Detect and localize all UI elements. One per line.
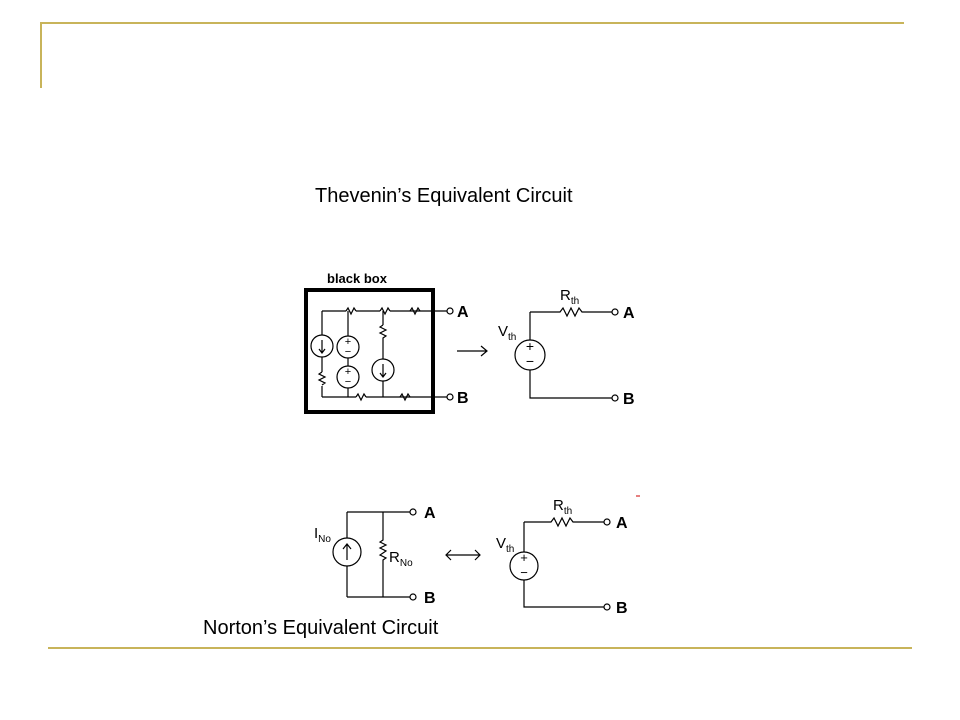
thevenin-caption: Thevenin’s Equivalent Circuit bbox=[315, 185, 573, 207]
norton-vth-minus: − bbox=[520, 565, 528, 580]
vth-minus: − bbox=[526, 353, 534, 369]
thevenin-terminal-a: A bbox=[623, 305, 635, 322]
left-frame-line bbox=[40, 22, 42, 88]
norton-terminal-a: A bbox=[424, 505, 436, 522]
vs2-plus: + bbox=[345, 366, 351, 378]
thevenin-terminal-b: B bbox=[623, 391, 635, 408]
black-box-border bbox=[304, 288, 435, 414]
vs1-plus: + bbox=[345, 336, 351, 348]
norton-vth-plus: + bbox=[520, 550, 528, 565]
rth-label: Rth bbox=[560, 287, 579, 307]
vth-plus: + bbox=[526, 338, 534, 354]
bottom-frame-line bbox=[48, 647, 912, 649]
vth-label: Vth bbox=[498, 323, 516, 343]
norton-terminal-b: B bbox=[424, 590, 436, 607]
box-terminal-b: B bbox=[457, 390, 469, 407]
box-terminal-a: A bbox=[457, 304, 469, 321]
norton-rth-label: Rth bbox=[553, 497, 572, 517]
ino-label: INo bbox=[314, 525, 331, 545]
rno-label: RNo bbox=[389, 549, 413, 569]
norton-thevenin-terminal-a: A bbox=[616, 515, 628, 532]
norton-thevenin-terminal-b: B bbox=[616, 600, 628, 617]
norton-vth-label: Vth bbox=[496, 535, 514, 555]
vs2-minus: − bbox=[345, 376, 351, 388]
black-box-label: black box bbox=[327, 271, 388, 286]
top-frame-line bbox=[40, 22, 904, 24]
norton-caption: Norton’s Equivalent Circuit bbox=[203, 617, 439, 639]
vs1-minus: − bbox=[345, 346, 351, 358]
